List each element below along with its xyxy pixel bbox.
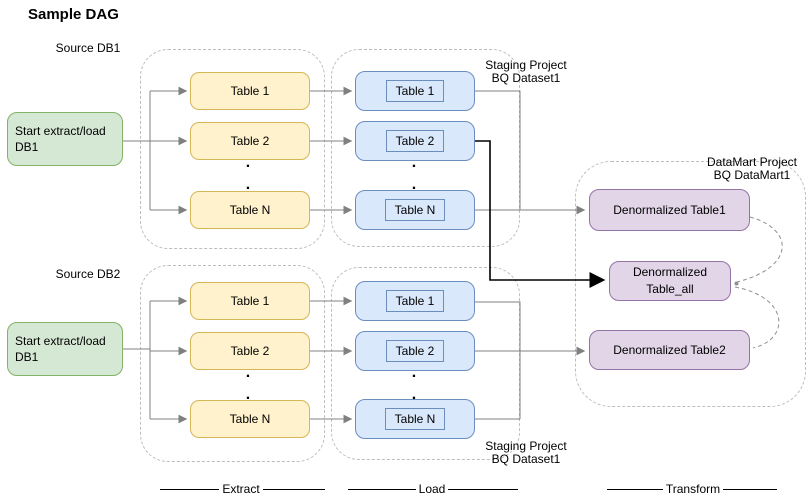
edges-load-lower-merge-to-denormalized-table2 bbox=[475, 301, 586, 420]
start-node-db2: Start extract/load DB1 bbox=[7, 322, 123, 376]
node-inner-box: Table 1 bbox=[385, 80, 445, 102]
edges-source2-to-extract bbox=[123, 296, 188, 424]
node-label: Table 1 bbox=[230, 294, 270, 308]
extract-container-db2 bbox=[140, 265, 325, 462]
datamart-project-label: DataMart Project BQ DataMart1 bbox=[706, 155, 798, 182]
node-label: Table 1 bbox=[230, 84, 270, 98]
source-db1-label: Source DB1 bbox=[55, 41, 121, 55]
node-label: Table 2 bbox=[395, 134, 435, 148]
diagram-title: Sample DAG bbox=[28, 6, 119, 23]
node-label: Table 2 bbox=[395, 344, 435, 358]
datamart-container bbox=[575, 161, 806, 407]
node-label: Table 1 bbox=[395, 294, 435, 308]
staging-project-label-top: Staging Project BQ Dataset1 bbox=[485, 58, 567, 85]
extract-db2-table-1: Table 1 bbox=[190, 282, 310, 320]
edges-extract-to-load-lower bbox=[310, 296, 353, 424]
node-label: Table 2 bbox=[230, 344, 270, 358]
node-inner-box: Table N bbox=[384, 199, 446, 221]
phase-label-extract: Extract bbox=[181, 482, 301, 496]
node-label: Table N bbox=[394, 412, 436, 426]
load-db2-table-1: Table 1 bbox=[355, 281, 475, 321]
curve-endpoint-dot bbox=[734, 281, 739, 286]
dashed-dependency-curves bbox=[734, 216, 783, 349]
load-db2-table-n: Table N bbox=[355, 399, 475, 439]
node-label: Table 2 bbox=[230, 134, 270, 148]
ellipsis-dot: . bbox=[246, 176, 250, 193]
node-label: Denormalized Table1 bbox=[613, 203, 726, 217]
node-label: Denormalized Table_all bbox=[632, 265, 708, 296]
phase-label-load: Load bbox=[372, 482, 492, 496]
node-inner-box: Table 2 bbox=[385, 130, 445, 152]
start-node-db1: Start extract/load DB1 bbox=[7, 112, 123, 166]
edges-load-upper-merge-to-denormalized-table1 bbox=[475, 90, 586, 215]
extract-db1-table-n: Table N bbox=[190, 191, 310, 229]
node-label: Table N bbox=[394, 203, 436, 217]
phase-label-transform: Transform bbox=[633, 482, 753, 496]
ellipsis-dot: . bbox=[246, 386, 250, 403]
edge-load-upper-table2-to-denormalized-table-all bbox=[475, 140, 606, 288]
denormalized-table1-node: Denormalized Table1 bbox=[589, 189, 750, 231]
extract-db2-table-n: Table N bbox=[190, 400, 310, 438]
ellipsis-dot: . bbox=[246, 364, 250, 381]
ellipsis-dot: . bbox=[412, 364, 416, 381]
extract-db1-table-2: Table 2 bbox=[190, 122, 310, 160]
staging-project-label-bottom: Staging Project BQ Dataset1 bbox=[485, 439, 567, 466]
ellipsis-dots: . . . . . . . . bbox=[246, 154, 416, 403]
source-db2-label: Source DB2 bbox=[55, 267, 121, 281]
edges-source1-to-extract bbox=[123, 86, 188, 215]
ellipsis-dot: . bbox=[412, 176, 416, 193]
denormalized-table2-node: Denormalized Table2 bbox=[589, 330, 750, 370]
node-label: Table 1 bbox=[395, 84, 435, 98]
node-inner-box: Table 1 bbox=[385, 290, 445, 312]
node-inner-box: Table N bbox=[384, 408, 446, 430]
node-label: Denormalized Table2 bbox=[613, 343, 726, 357]
node-label: Start extract/load DB1 bbox=[15, 124, 106, 154]
extract-db1-table-1: Table 1 bbox=[190, 72, 310, 110]
ellipsis-dot: . bbox=[412, 386, 416, 403]
extract-container-db1 bbox=[140, 49, 325, 249]
denormalized-table-all-node: Denormalized Table_all bbox=[609, 261, 731, 301]
ellipsis-dot: . bbox=[412, 154, 416, 171]
edges-extract-to-load-upper bbox=[310, 86, 353, 215]
node-label: Table N bbox=[229, 412, 271, 426]
node-label: Table N bbox=[229, 203, 271, 217]
node-label: Start extract/load DB1 bbox=[15, 334, 106, 364]
node-inner-box: Table 2 bbox=[385, 340, 445, 362]
load-db2-table-2: Table 2 bbox=[355, 331, 475, 371]
extract-db2-table-2: Table 2 bbox=[190, 332, 310, 370]
ellipsis-dot: . bbox=[246, 154, 250, 171]
load-db1-table-n: Table N bbox=[355, 190, 475, 230]
load-db1-table-1: Table 1 bbox=[355, 71, 475, 111]
load-db1-table-2: Table 2 bbox=[355, 121, 475, 161]
